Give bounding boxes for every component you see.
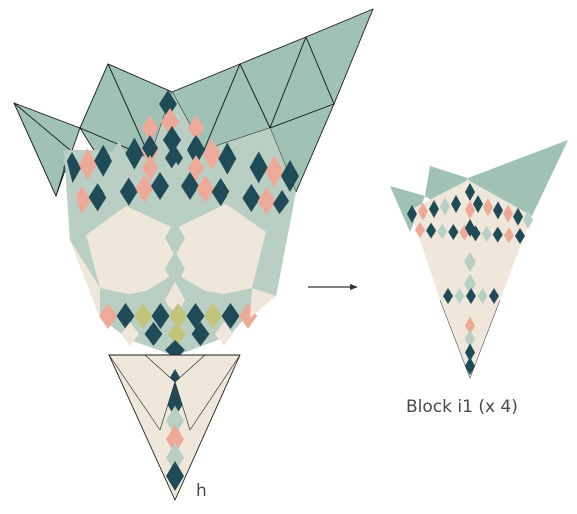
- finished-block-i1: [390, 140, 568, 378]
- piece-h: [109, 355, 240, 500]
- right-arrow-icon: [308, 284, 358, 290]
- block-label: Block i1 (x 4): [406, 397, 518, 417]
- main-quilt-block: [14, 9, 373, 360]
- piece-h-label: h: [196, 481, 207, 501]
